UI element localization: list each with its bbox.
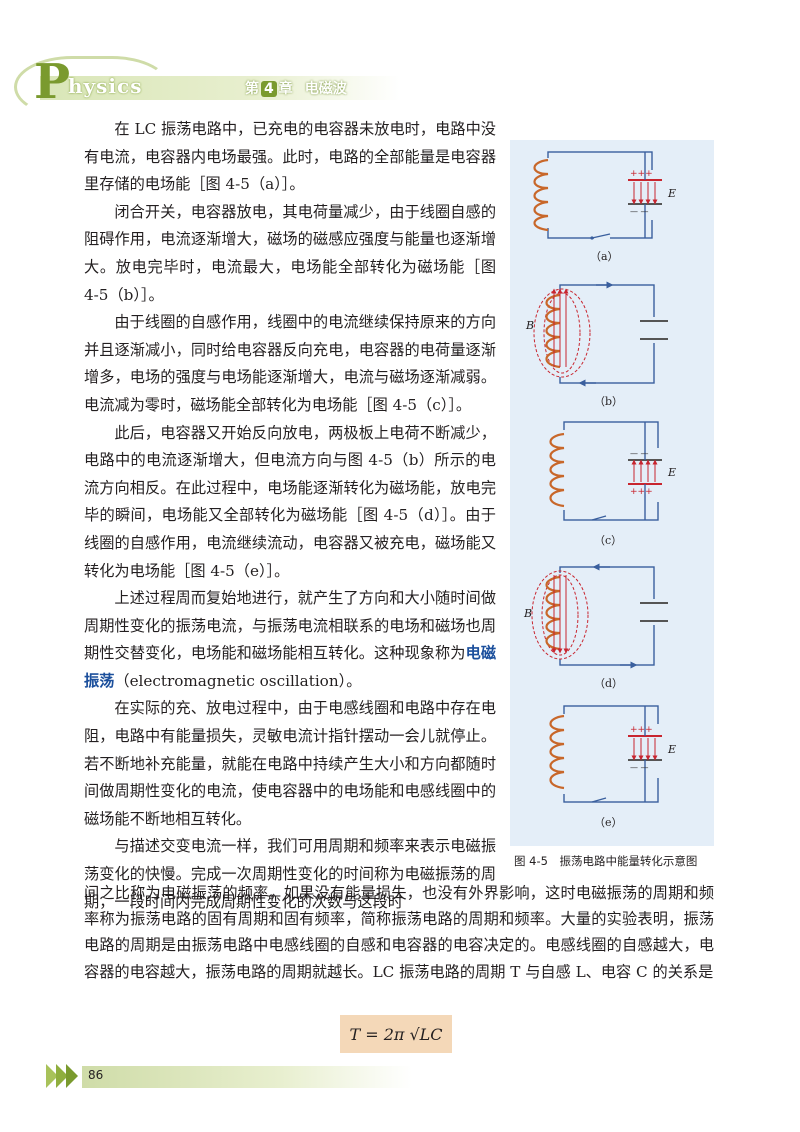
footer-bar: [82, 1066, 412, 1088]
b-label-d: B: [523, 607, 532, 620]
period-formula: T = 2π √LC: [340, 1015, 452, 1053]
page-number: 86: [88, 1068, 104, 1082]
paragraph-4: 此后，电容器又开始反向放电，两极板上电荷不断减少，电路中的电流逐渐增大，但电流方…: [84, 423, 496, 580]
label-a: （a）: [590, 250, 619, 263]
paragraph-7-start: 与描述交变电流一样，我们可用周期和频率来表示电磁振荡变化的快慢。完成一次周期性变…: [84, 837, 496, 911]
minus-signs-c: — —: [630, 449, 649, 458]
label-e: （e）: [594, 816, 623, 829]
chapter-number: 4: [261, 81, 277, 97]
diagram-b: B （b）: [525, 281, 670, 408]
paragraph-2: 闭合开关，电容器放电，其电荷量减少，由于线圈自感的阻碍作用，电流逐渐增大，磁场的…: [84, 202, 496, 304]
plus-signs-a: +++: [630, 169, 653, 179]
label-b: （b）: [594, 395, 623, 408]
body-continuation: 间之比称为电磁振荡的频率。如果没有能量损失，也没有外界影响，这时电磁振荡的周期和…: [84, 880, 714, 985]
paragraph-6: 在实际的充、放电过程中，由于电感线圈和电路中存在电阻，电路中有能量损失，灵敏电流…: [84, 699, 496, 828]
paragraph-5-text: 上述过程周而复始地进行，就产生了方向和大小随时间做周期性变化的振荡电流，与振荡电…: [84, 589, 496, 663]
header-band: [40, 76, 400, 100]
paragraph-3: 由于线圈的自感作用，线圈中的电流继续保持原来的方向并且逐渐减小，同时给电容器反向…: [84, 313, 496, 414]
term-electromagnetic-oscillation: 电磁振荡: [84, 644, 497, 690]
minus-signs-a: — —: [630, 207, 649, 216]
e-label-e: E: [667, 743, 676, 756]
figure-4-5: +++ — — E （a） B （b）: [510, 140, 714, 846]
paragraph-7-rest: 间之比称为电磁振荡的频率。如果没有能量损失，也没有外界影响，这时电磁振荡的周期和…: [84, 884, 714, 981]
diagram-a: +++ — — E （a）: [533, 151, 678, 263]
paragraph-1: 在 LC 振荡电路中，已充电的电容器未放电时，电路中没有电流，电容器内电场最强。…: [84, 120, 496, 194]
b-label-b: B: [525, 319, 534, 332]
header-swoosh: [14, 56, 170, 118]
chapter-title: 电磁波: [304, 81, 347, 97]
figure-diagrams: +++ — — E （a） B （b）: [523, 151, 678, 829]
minus-signs-e: — —: [630, 763, 649, 772]
footer-arrows-icon: [46, 1064, 78, 1088]
plus-signs-e: +++: [630, 725, 653, 735]
paragraph-5-english: （electromagnetic oscillation）。: [114, 671, 362, 690]
e-label-c: E: [667, 466, 676, 479]
chapter-prefix: 第: [245, 81, 259, 97]
e-label-a: E: [667, 187, 676, 200]
diagram-d: B （d）: [523, 563, 670, 690]
logo-letter: P: [34, 54, 71, 110]
plus-signs-c: +++: [630, 487, 653, 497]
chapter-suffix: 章: [278, 81, 293, 97]
label-c: （c）: [594, 534, 622, 547]
diagram-c: — — +++ E （c）: [548, 421, 676, 547]
label-d: （d）: [594, 677, 623, 690]
diagram-e: +++ — — E （e）: [548, 705, 676, 829]
paragraph-5: 上述过程周而复始地进行，就产生了方向和大小随时间做周期性变化的振荡电流，与振荡电…: [84, 585, 496, 695]
logo-text: hysics: [68, 74, 143, 98]
body-column: 在 LC 振荡电路中，已充电的电容器未放电时，电路中没有电流，电容器内电场最强。…: [84, 116, 496, 916]
figure-caption: 图 4-5 振荡电路中能量转化示意图: [514, 854, 698, 868]
